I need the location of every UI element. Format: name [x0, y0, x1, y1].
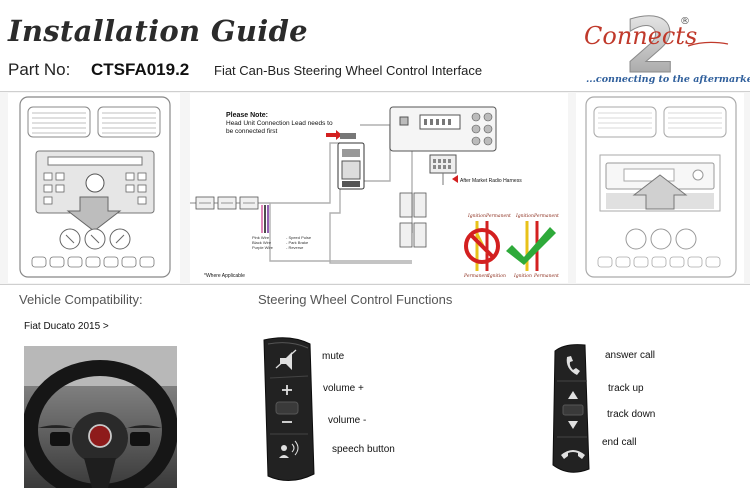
wire-legend-1-a: Pink Wire — [252, 235, 270, 240]
speech-icon[interactable] — [279, 440, 299, 458]
wire-legend-1-c: Purple Wire — [252, 245, 274, 250]
logo-registered: ® — [680, 16, 690, 27]
note-arrow — [326, 130, 342, 140]
logo-tagline: ...connecting to the aftermarket — [586, 74, 750, 85]
aftermarket-dashboard-panel — [576, 93, 744, 283]
fn-mute-label: mute — [322, 351, 345, 362]
right-permanent-bottom: Permanent — [533, 273, 559, 279]
fn-end-call-label: end call — [602, 437, 637, 448]
steering-wheel-photo — [24, 346, 177, 488]
logo-wordmark: Connects — [584, 22, 697, 50]
wire-legend-1-b: Black Wire — [252, 240, 272, 245]
end-call-icon[interactable] — [561, 450, 585, 459]
correct-connection-icon — [506, 227, 556, 265]
wire-legend-2-b: - Park Brake — [286, 240, 309, 245]
part-number-label: Part No: — [8, 60, 71, 79]
fiat-badge-icon — [88, 424, 112, 448]
wiring-diagram: Please Note: Head Unit Connection Lead n… — [190, 106, 559, 279]
wrong-permanent-bottom: Permanent — [463, 273, 489, 279]
logo-digit: 2 — [624, 4, 677, 88]
wiring-diagram-panel: Please Note: Head Unit Connection Lead n… — [190, 93, 568, 283]
oem-dashboard-panel — [8, 93, 180, 283]
wrong-connection-icon — [464, 228, 500, 264]
fn-speech-label: speech button — [332, 444, 395, 455]
fn-volume-down-label: volume - — [328, 415, 367, 426]
right-permanent-label: Permanent — [533, 213, 559, 219]
product-name: Fiat Can-Bus Steering Wheel Control Inte… — [214, 63, 483, 78]
fn-answer-call-label: answer call — [605, 350, 656, 361]
part-number: CTSFA019.2 — [91, 60, 190, 79]
note-body-line1: Head Unit Connection Lead needs to — [226, 120, 333, 127]
footnote: *Where Applicable — [204, 273, 245, 279]
connects2-logo: 2 Connects ® — [584, 4, 729, 88]
fn-track-up-label: track up — [608, 383, 644, 394]
note-body-line2: be connected first — [226, 128, 278, 135]
answer-call-icon[interactable] — [566, 356, 580, 375]
insert-arrow — [632, 174, 688, 210]
wire-legend-2-c: - Reverse — [286, 245, 304, 250]
track-down-icon[interactable] — [568, 421, 578, 429]
remove-arrow — [66, 196, 122, 232]
vehicle-compatibility-heading: Vehicle Compatibility: — [19, 292, 143, 307]
right-control-pad — [552, 344, 590, 473]
right-ignition-label: Ignition — [515, 213, 534, 219]
wrong-ignition-label: Ignition — [467, 213, 486, 219]
harness-arrow — [452, 175, 458, 183]
wire-legend-2-a: - Speed Pulse — [286, 235, 312, 240]
mute-icon[interactable] — [275, 349, 297, 370]
fn-track-down-label: track down — [607, 409, 656, 420]
page-title: Installation Guide — [8, 14, 308, 48]
vehicle-model: Fiat Ducato 2015 > — [24, 321, 109, 332]
oem-dashboard-illustration — [19, 96, 171, 278]
harness-label: After Market Radio Harness — [460, 178, 522, 184]
track-up-icon[interactable] — [568, 391, 578, 399]
wrong-permanent-label: Permanent — [485, 213, 511, 219]
note-title: Please Note: — [226, 112, 268, 119]
wrong-ignition-bottom: Ignition — [487, 273, 506, 279]
volume-up-icon[interactable] — [282, 385, 292, 395]
left-control-pad — [263, 337, 315, 481]
functions-heading: Steering Wheel Control Functions — [258, 292, 453, 307]
aftermarket-dashboard-illustration — [585, 96, 737, 278]
right-ignition-bottom: Ignition — [513, 273, 532, 279]
fn-volume-up-label: volume + — [323, 383, 364, 394]
